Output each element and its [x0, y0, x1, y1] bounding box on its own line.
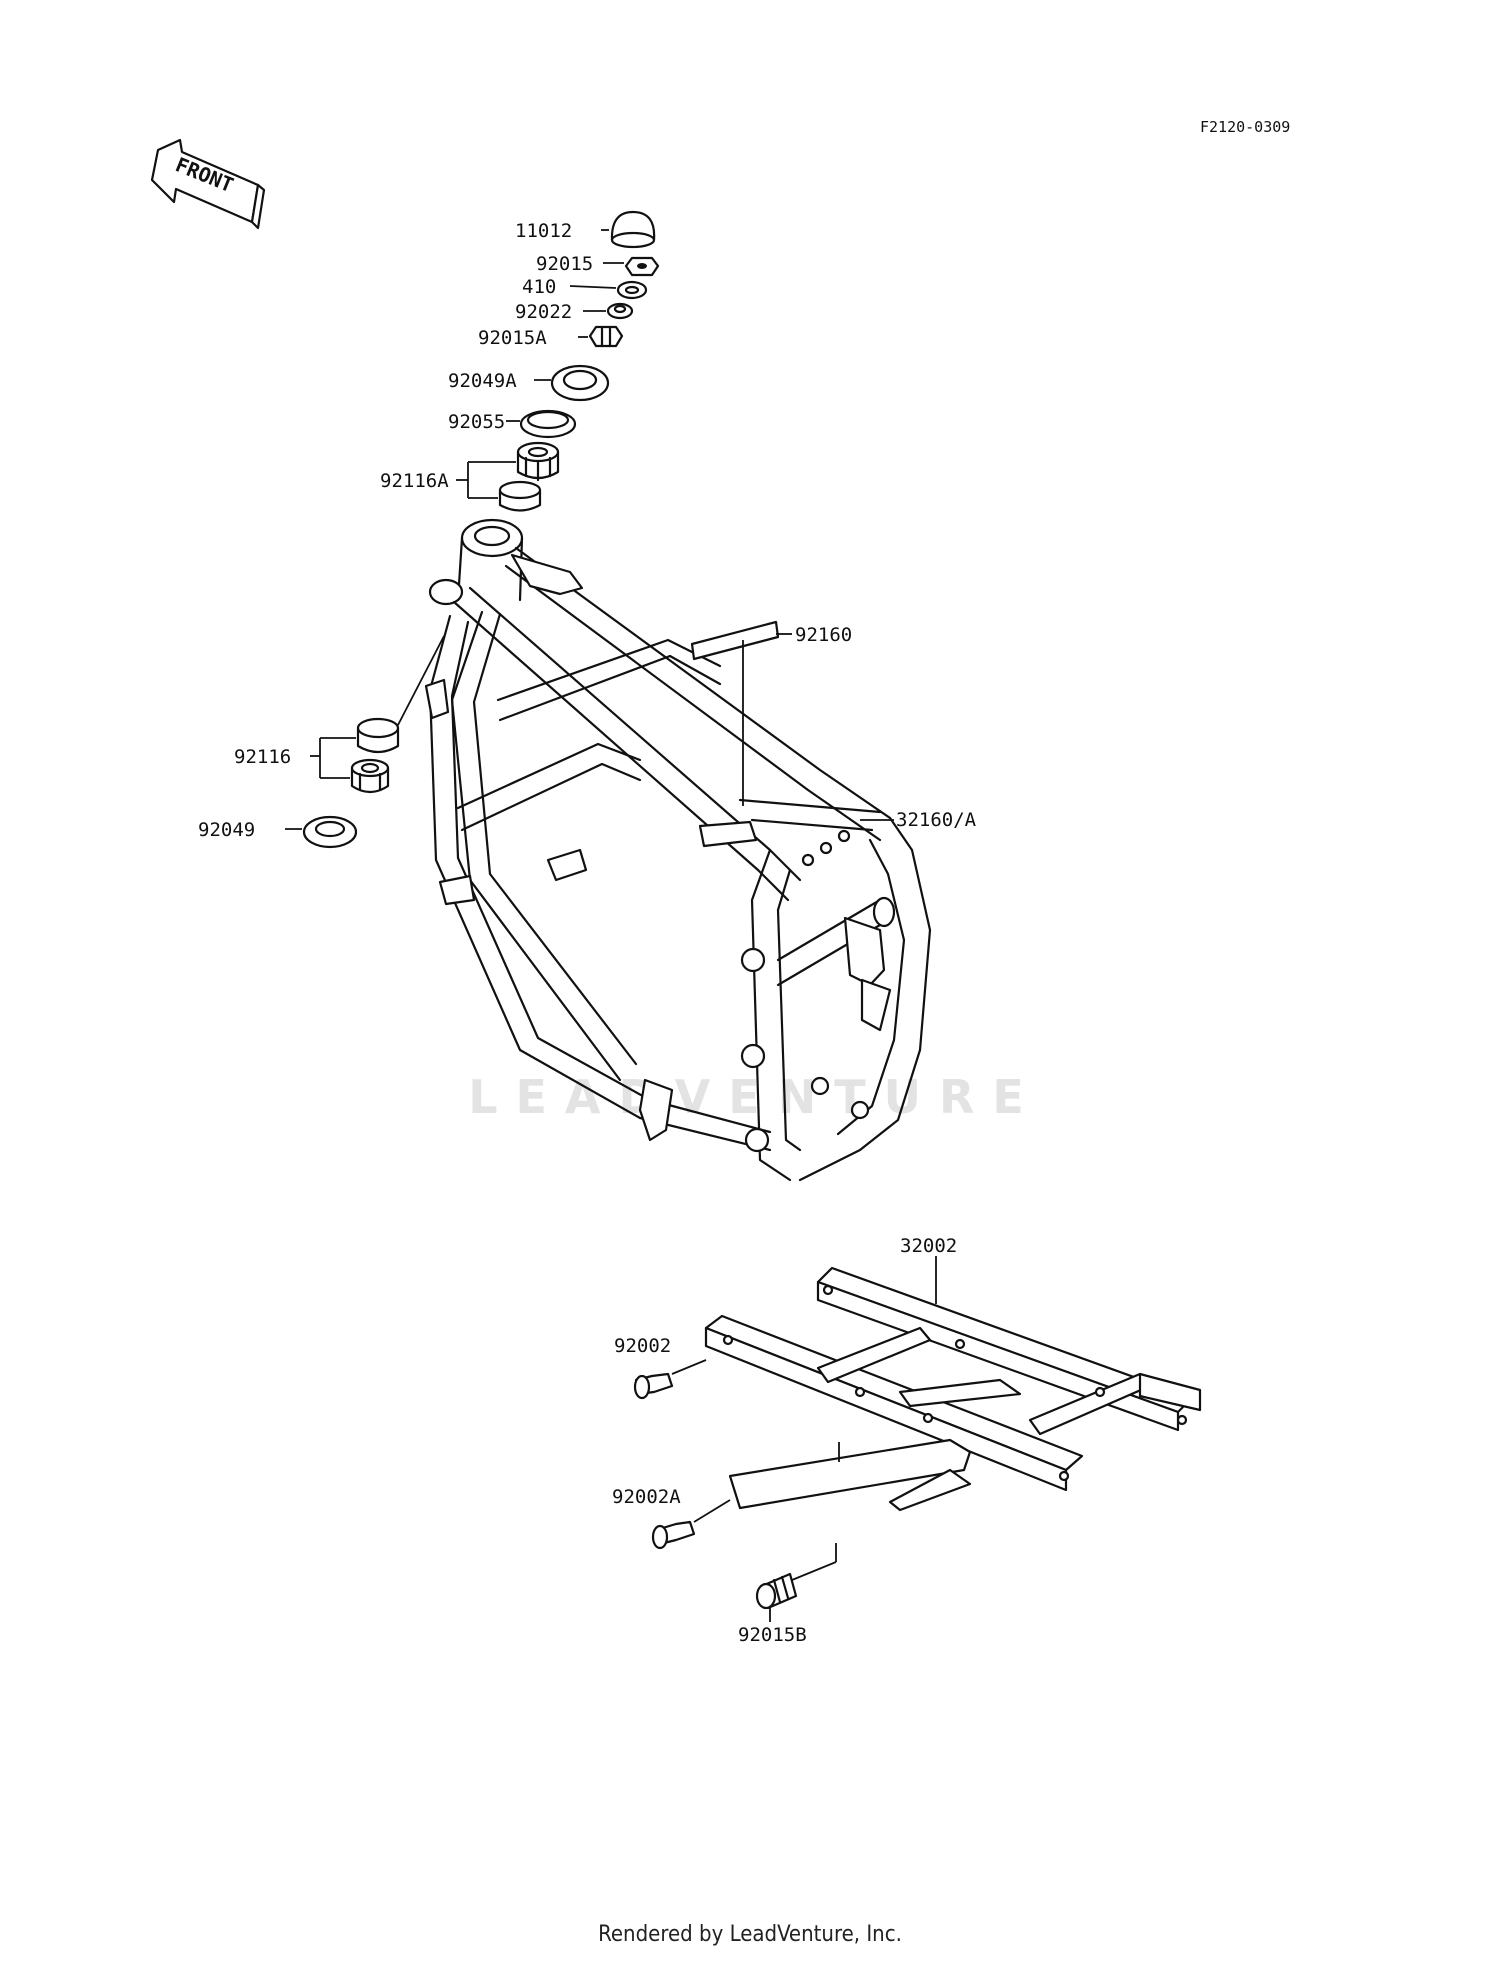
part-92015A-nut [588, 325, 624, 348]
part-label-92015: 92015 [536, 253, 593, 275]
part-11012-cap [610, 210, 656, 249]
diagram-reference-code: F2120-0309 [1200, 118, 1290, 136]
part-92116A-bearing [516, 441, 560, 482]
footer-credit: Rendered by LeadVenture, Inc. [598, 1922, 902, 1947]
part-92049-seal [302, 815, 358, 849]
part-92022-washer [606, 302, 634, 320]
part-label-92049: 92049 [198, 819, 255, 841]
watermark-text: LEADVENTURE [468, 1070, 1042, 1124]
part-label-92002: 92002 [614, 1335, 671, 1357]
part-label-92116: 92116 [234, 746, 291, 768]
part-label-92116A: 92116A [380, 470, 449, 492]
part-label-92055: 92055 [448, 411, 505, 433]
part-92002A-bolt [651, 1520, 696, 1550]
part-92002-bolt [633, 1372, 674, 1400]
part-92015-nut [624, 256, 660, 277]
part-label-92002A: 92002A [612, 1486, 681, 1508]
part-label-11012: 11012 [515, 220, 572, 242]
part-label-92160: 92160 [795, 624, 852, 646]
main-frame [424, 518, 932, 1182]
part-92055-ring [519, 409, 577, 439]
part-92160-plate [690, 620, 780, 661]
part-label-92022: 92022 [515, 301, 572, 323]
steering-head-parts: 11012 92015 410 92022 92015A [380, 210, 660, 512]
part-label-32002: 32002 [900, 1235, 957, 1257]
part-32002-subframe [704, 1266, 1202, 1512]
part-label-92015A: 92015A [478, 327, 547, 349]
part-92049A-seal [550, 364, 610, 402]
part-410-washer [616, 280, 648, 300]
part-92116-bearing [350, 758, 390, 794]
part-label-92015B: 92015B [738, 1624, 807, 1646]
part-92015B-nut [755, 1572, 798, 1610]
part-label-32160A: 32160/A [896, 809, 977, 831]
part-label-410: 410 [522, 276, 556, 298]
part-label-92049A: 92049A [448, 370, 517, 392]
part-92116-race [356, 717, 400, 754]
part-92116A-race [498, 480, 542, 512]
front-arrow-icon: FRONT [150, 138, 266, 230]
